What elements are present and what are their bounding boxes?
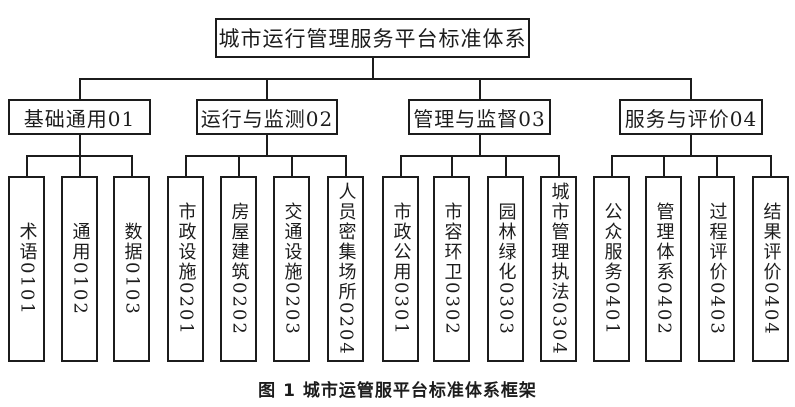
connector-drop-leaf-0103 — [131, 155, 133, 176]
leaf-node-0204: 人员密集场所0204 — [327, 176, 364, 362]
connector-leaf-bus-02 — [185, 155, 347, 157]
leaf-node-0304: 城市管理执法0304 — [540, 176, 577, 362]
branch-node-04: 服务与评价04 — [619, 99, 763, 135]
connector-drop-leaf-0203 — [291, 155, 293, 176]
leaf-node-0402: 管理体系0402 — [645, 176, 682, 362]
connector-drop-leaf-0302 — [451, 155, 453, 176]
leaf-node-0404: 结果评价0404 — [752, 176, 789, 362]
connector-drop-leaf-0202 — [238, 155, 240, 176]
branch-node-01: 基础通用01 — [8, 99, 151, 135]
figure-caption: 图 1 城市运管服平台标准体系框架 — [258, 381, 537, 401]
connector-drop-leaf-0404 — [770, 155, 772, 176]
leaf-node-0302: 市容环卫0302 — [433, 176, 470, 362]
connector-drop-leaf-0201 — [185, 155, 187, 176]
connector-drop-branch-04 — [690, 78, 692, 99]
connector-leaf-bus-04 — [611, 155, 772, 157]
leaf-node-0401: 公众服务0401 — [593, 176, 630, 362]
leaf-node-0101: 术语0101 — [8, 176, 45, 362]
connector-stem-branch-04 — [690, 135, 692, 156]
connector-drop-branch-02 — [266, 78, 268, 99]
connector-drop-leaf-0101 — [26, 155, 28, 176]
connector-drop-leaf-0304 — [558, 155, 560, 176]
connector-stem-branch-01 — [79, 135, 81, 156]
leaf-node-0201: 市政设施0201 — [167, 176, 204, 362]
leaf-node-0403: 过程评价0403 — [698, 176, 735, 362]
leaf-node-0301: 市政公用0301 — [382, 176, 419, 362]
branch-node-02: 运行与监测02 — [196, 99, 338, 135]
connector-drop-leaf-0301 — [400, 155, 402, 176]
leaf-node-0303: 园林绿化0303 — [487, 176, 524, 362]
connector-drop-leaf-0303 — [505, 155, 507, 176]
connector-drop-leaf-0401 — [611, 155, 613, 176]
leaf-node-0103: 数据0103 — [113, 176, 150, 362]
connector-drop-branch-01 — [79, 78, 81, 99]
connector-drop-leaf-0204 — [345, 155, 347, 176]
branch-node-03: 管理与监督03 — [408, 99, 551, 135]
connector-drop-leaf-0402 — [663, 155, 665, 176]
leaf-node-0102: 通用0102 — [61, 176, 98, 362]
leaf-node-0203: 交通设施0203 — [273, 176, 310, 362]
connector-stem-branch-02 — [266, 135, 268, 156]
connector-drop-branch-03 — [479, 78, 481, 99]
leaf-node-0202: 房屋建筑0202 — [220, 176, 257, 362]
root-node: 城市运行管理服务平台标准体系 — [215, 18, 530, 58]
connector-drop-leaf-0403 — [716, 155, 718, 176]
connector-branch-bus — [79, 78, 692, 80]
connector-leaf-bus-03 — [400, 155, 560, 157]
connector-drop-leaf-0102 — [79, 155, 81, 176]
connector-stem-branch-03 — [479, 135, 481, 156]
connector-root-stem — [372, 58, 374, 78]
